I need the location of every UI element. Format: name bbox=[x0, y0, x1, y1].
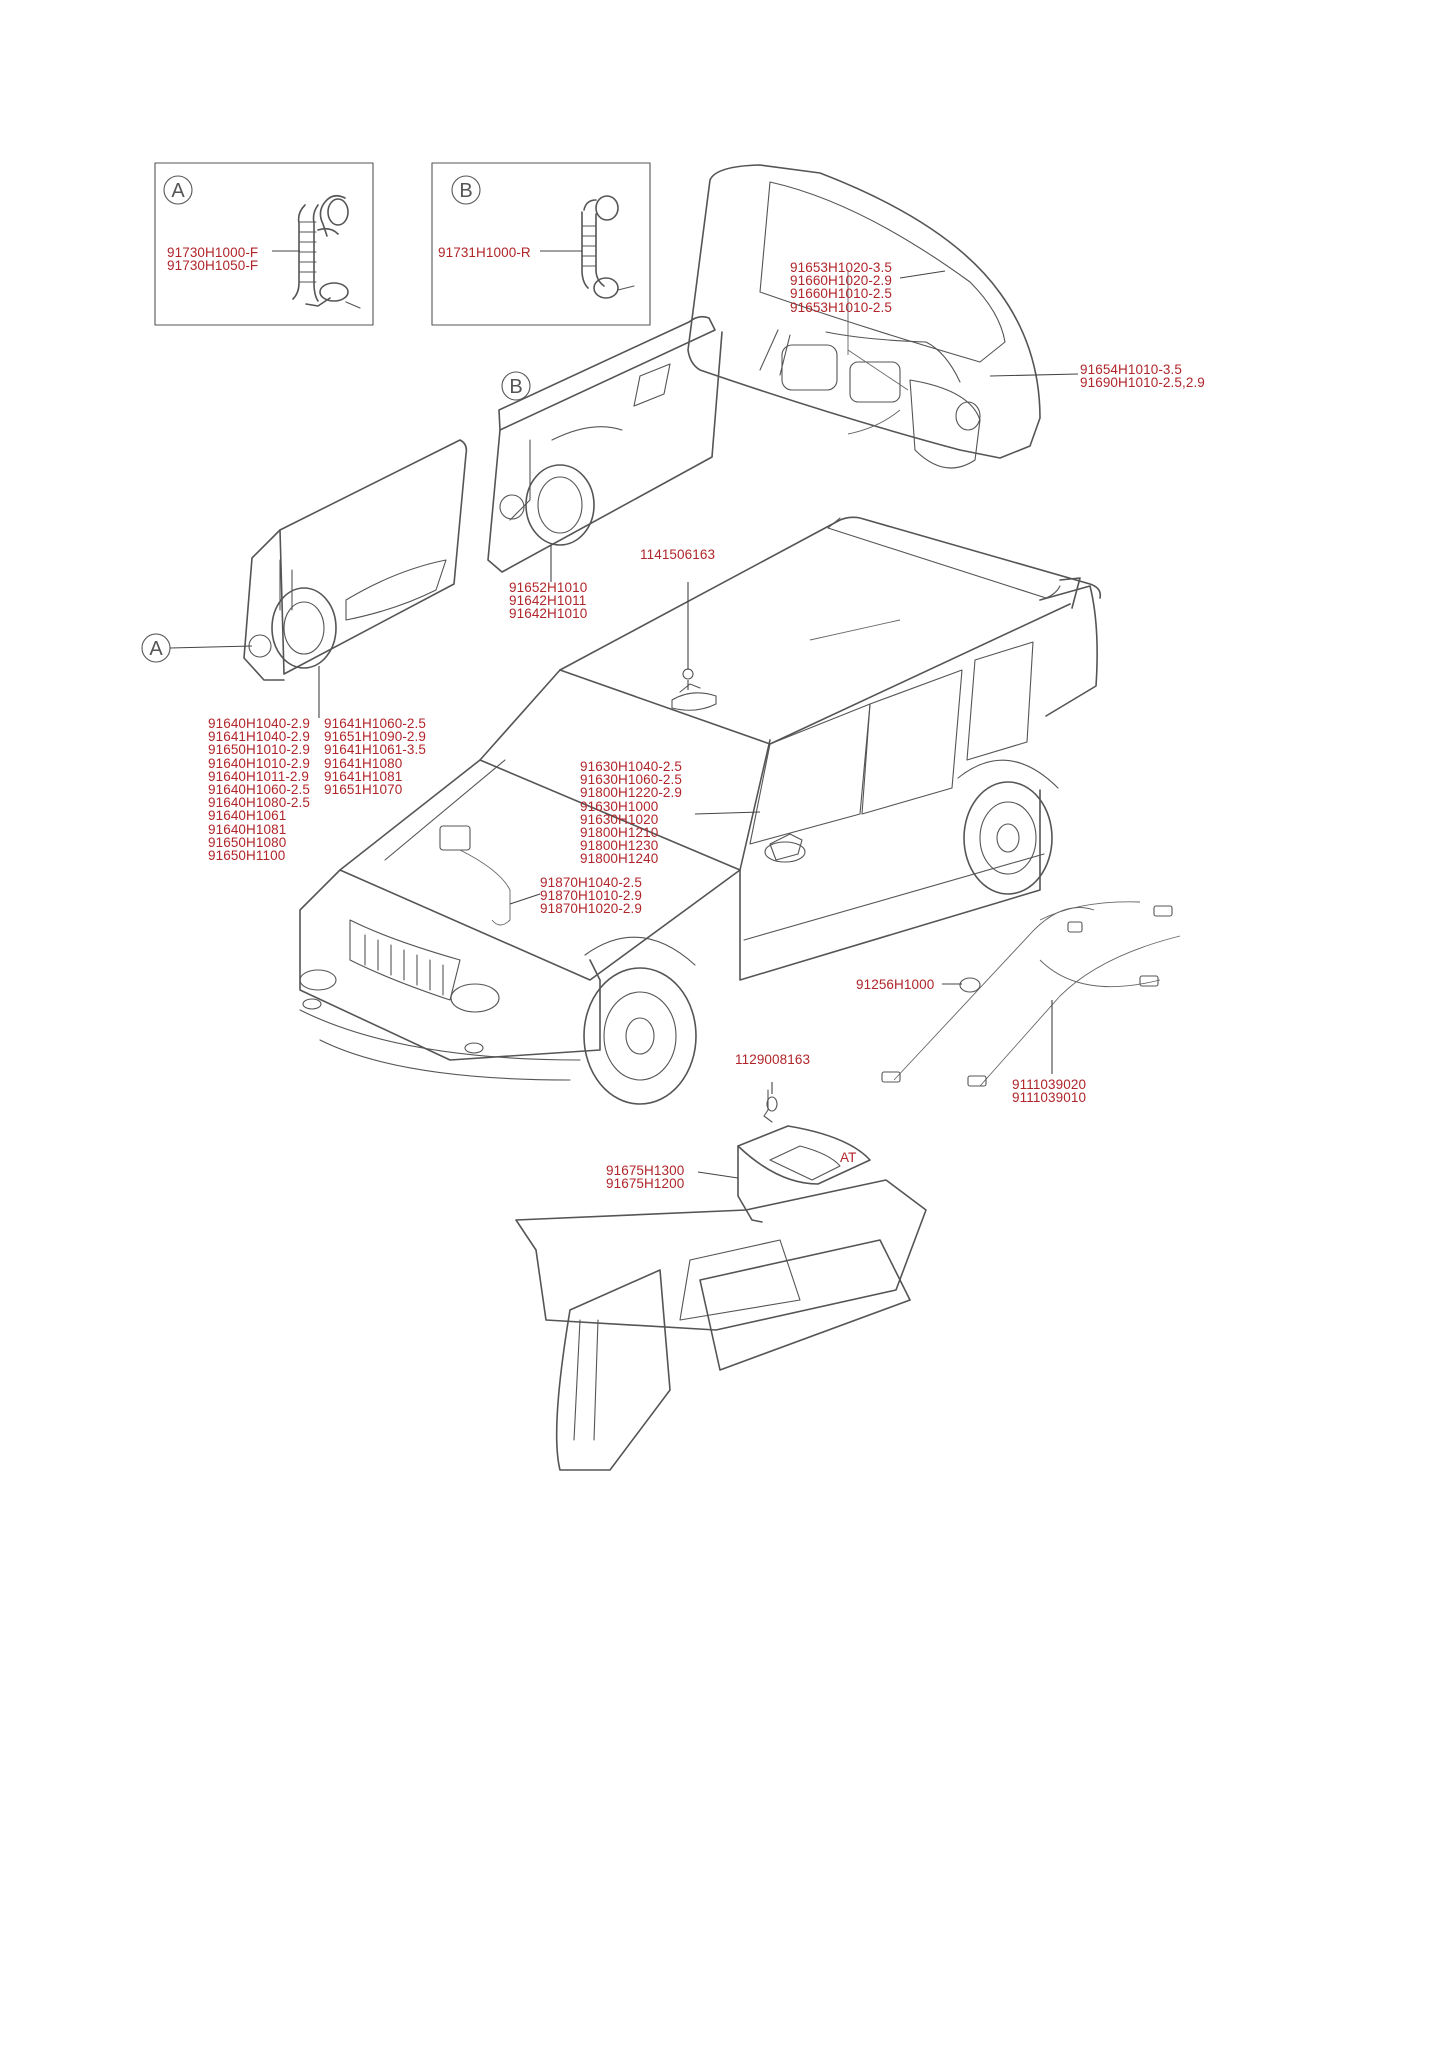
part-number: 91730H1050-F bbox=[167, 258, 259, 274]
label-front-door-left: 91640H1040-2.9 91641H1040-2.9 91650H1010… bbox=[208, 716, 310, 864]
part-number: 9111039010 bbox=[1012, 1090, 1087, 1106]
front-door: A bbox=[141, 439, 468, 718]
part-number: 91654H1010-3.5 bbox=[1080, 362, 1182, 377]
part-number: 91641H1040-2.9 bbox=[208, 729, 310, 745]
part-number: 91653H1020-3.5 bbox=[790, 260, 892, 275]
part-number: 91641H1080 bbox=[324, 755, 403, 771]
part-number: 91660H1020-2.9 bbox=[790, 273, 892, 289]
part-number: 1141506163 bbox=[640, 547, 716, 562]
part-number: 9111039020 bbox=[1012, 1077, 1087, 1092]
part-number: 91640H1080-2.5 bbox=[208, 795, 310, 811]
label-inset-a: 91730H1000-F 91730H1050-F bbox=[167, 245, 259, 274]
part-number: 91800H1230 bbox=[580, 838, 659, 854]
part-number: 91800H1210 bbox=[580, 825, 659, 841]
part-number: 91730H1000-F bbox=[167, 245, 259, 260]
part-number: 91630H1020 bbox=[580, 811, 659, 827]
part-number: 91641H1081 bbox=[324, 768, 403, 784]
part-number: 91652H1010 bbox=[509, 580, 588, 595]
part-number: 91256H1000 bbox=[856, 977, 935, 992]
part-number: 91640H1011-2.9 bbox=[208, 768, 309, 784]
car-body bbox=[299, 516, 1102, 1105]
part-number: 91630H1060-2.5 bbox=[580, 772, 682, 788]
part-number: 91653H1010-2.5 bbox=[790, 299, 892, 315]
part-number: 91640H1060-2.5 bbox=[208, 782, 310, 798]
label-floor-bolt: 1129008163 bbox=[735, 1052, 811, 1067]
callout-b-main: B bbox=[509, 376, 522, 398]
part-number: 91640H1061 bbox=[208, 808, 287, 824]
inset-a: A bbox=[154, 162, 374, 326]
inset-b: B bbox=[431, 162, 651, 326]
label-at: AT bbox=[840, 1150, 857, 1165]
floor-assembly bbox=[515, 1082, 927, 1471]
part-number: 91870H1020-2.9 bbox=[540, 901, 642, 917]
part-number: 91650H1010-2.9 bbox=[208, 742, 310, 758]
part-number: 91642H1010 bbox=[509, 606, 588, 622]
label-hood: 91870H1040-2.5 91870H1010-2.9 91870H1020… bbox=[540, 876, 642, 916]
part-number: 91731H1000-R bbox=[438, 245, 531, 260]
callout-a-inset: A bbox=[171, 180, 185, 202]
part-number: 91630H1040-2.5 bbox=[580, 759, 682, 774]
part-number: 91870H1040-2.5 bbox=[540, 875, 642, 890]
label-connector: 91256H1000 bbox=[856, 977, 935, 992]
label-floor: 91675H1300 91675H1200 bbox=[606, 1163, 685, 1192]
part-number: 91640H1010-2.9 bbox=[208, 755, 310, 771]
part-number: 91690H1010-2.5,2.9 bbox=[1080, 375, 1205, 391]
label-rear-door: 91652H1010 91642H1011 91642H1010 bbox=[509, 581, 587, 621]
label-tailgate-upper: 91653H1020-3.5 91660H1020-2.9 91660H1010… bbox=[790, 261, 892, 314]
transmission-code: AT bbox=[840, 1150, 857, 1165]
part-number: 91640H1040-2.9 bbox=[208, 716, 310, 731]
label-roof: 91630H1040-2.5 91630H1060-2.5 91800H1220… bbox=[580, 760, 682, 866]
part-number: 91640H1081 bbox=[208, 821, 287, 837]
label-harness: 9111039020 9111039010 bbox=[1012, 1077, 1087, 1106]
part-number: 91675H1300 bbox=[606, 1163, 685, 1178]
callout-b-inset: B bbox=[459, 180, 472, 202]
harness-loose bbox=[881, 901, 1181, 1087]
part-number: 91630H1000 bbox=[580, 798, 659, 814]
part-number: 91870H1010-2.9 bbox=[540, 888, 642, 904]
part-number: 91660H1010-2.5 bbox=[790, 286, 892, 302]
label-tailgate-right: 91654H1010-3.5 91690H1010-2.5,2.9 bbox=[1080, 362, 1205, 391]
part-number: 91641H1060-2.5 bbox=[324, 716, 426, 731]
callout-a-main: A bbox=[149, 638, 163, 660]
rear-door: B bbox=[487, 315, 723, 582]
part-number: 91675H1200 bbox=[606, 1176, 685, 1192]
part-number: 1129008163 bbox=[735, 1052, 811, 1067]
label-front-door-right: 91641H1060-2.5 91651H1090-2.9 91641H1061… bbox=[324, 716, 426, 798]
part-number: 91650H1080 bbox=[208, 834, 287, 850]
part-number: 91642H1011 bbox=[509, 593, 587, 609]
label-roof-bolt: 1141506163 bbox=[640, 547, 716, 562]
part-number: 91641H1061-3.5 bbox=[324, 742, 426, 758]
part-number: 91800H1240 bbox=[580, 851, 659, 867]
tailgate bbox=[687, 164, 1079, 469]
part-number: 91650H1100 bbox=[208, 848, 286, 864]
part-number: 91800H1220-2.9 bbox=[580, 785, 682, 801]
label-inset-b: 91731H1000-R bbox=[438, 245, 531, 260]
part-number: 91651H1090-2.9 bbox=[324, 729, 426, 745]
part-number: 91651H1070 bbox=[324, 782, 403, 798]
